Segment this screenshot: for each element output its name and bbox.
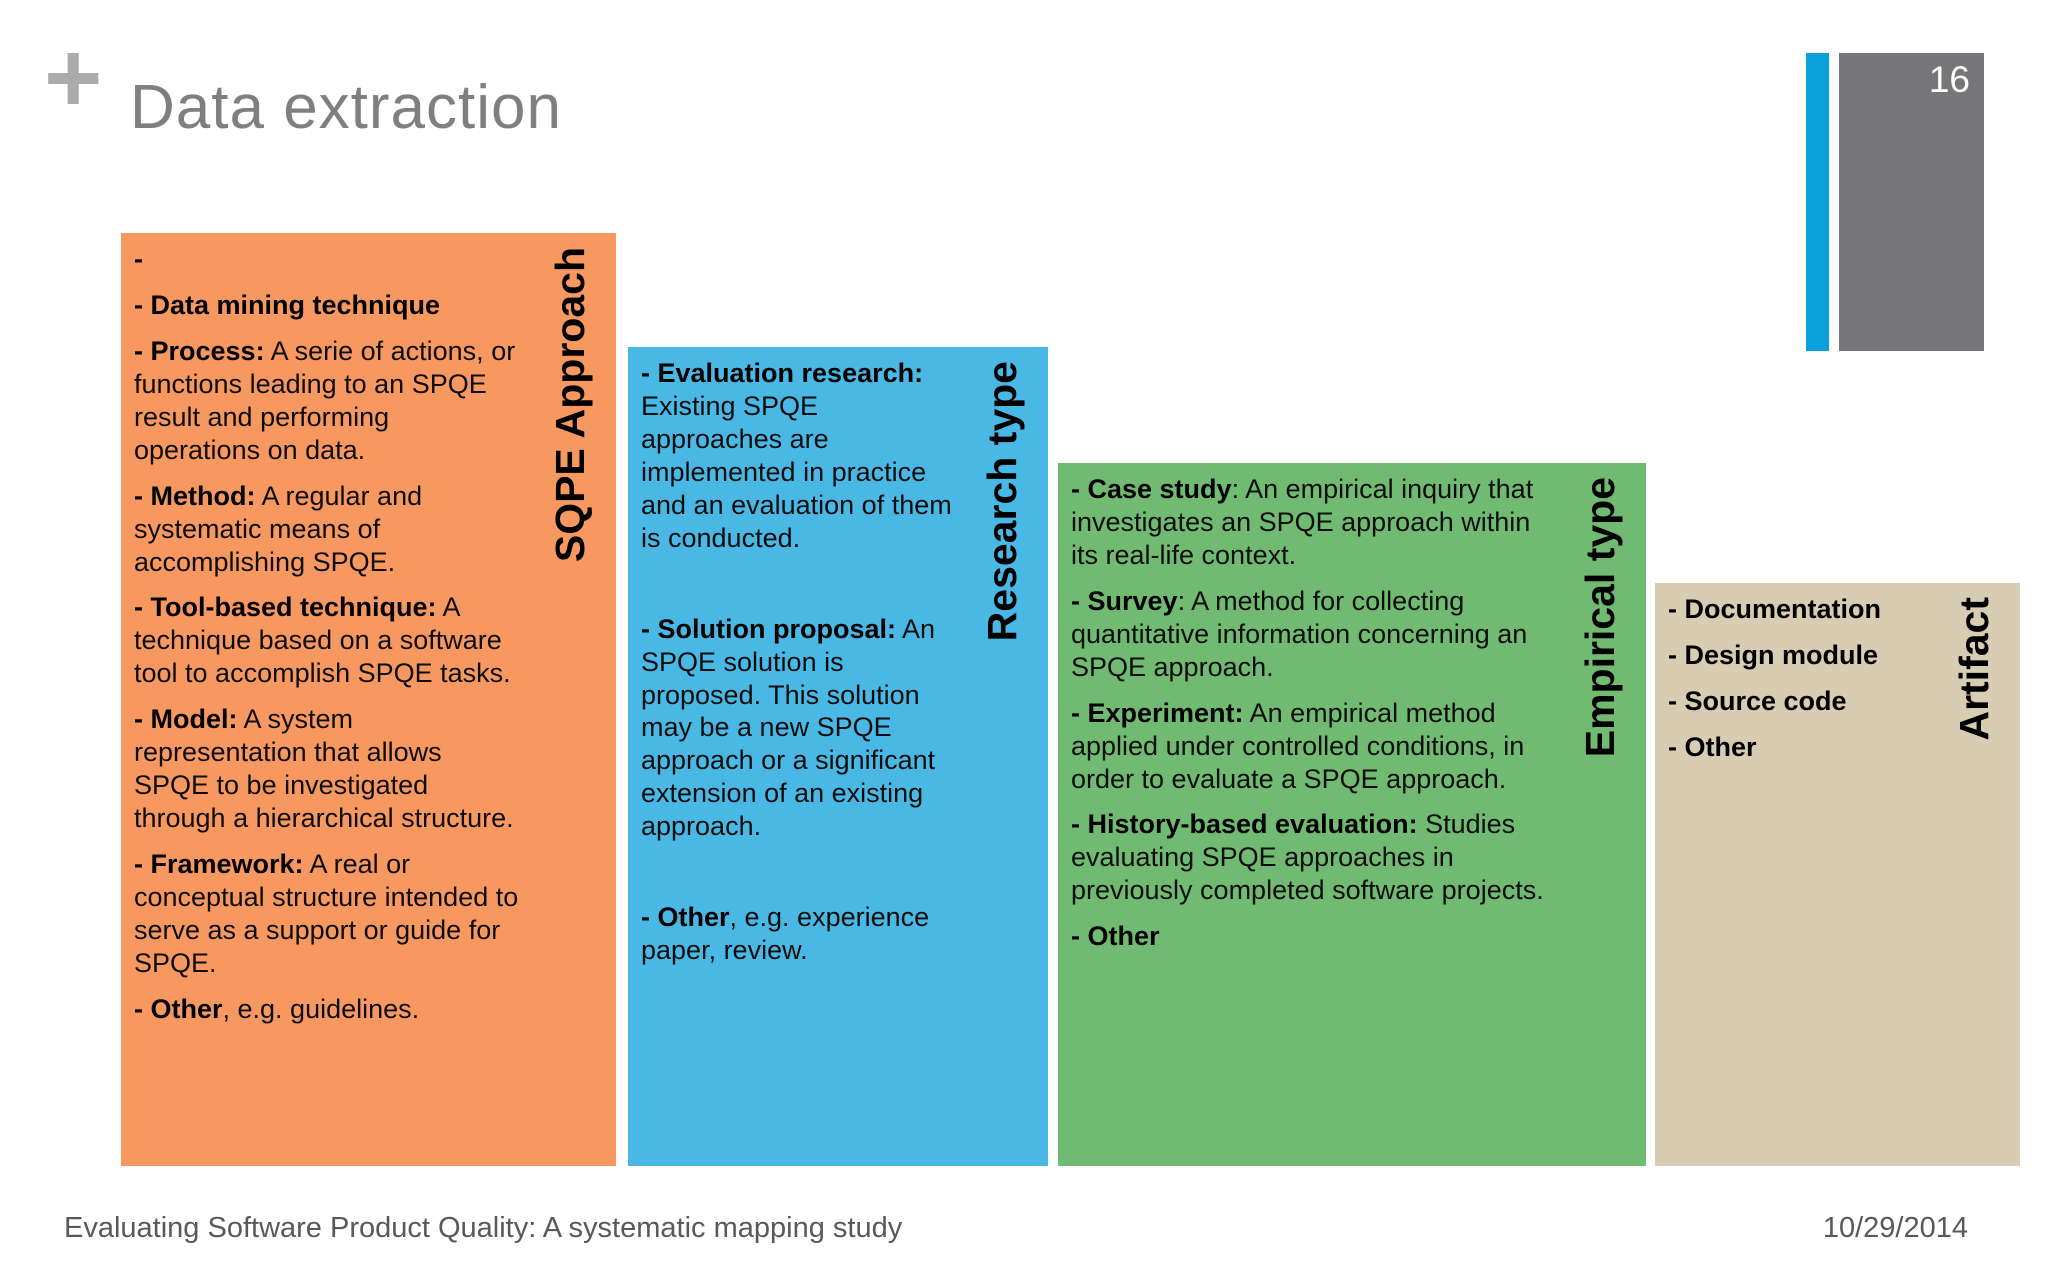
box-label-artifact: Artifact [1950,597,1997,741]
box-item: - Experiment: An empirical method applie… [1071,697,1525,794]
box-item: - Framework: A real or conceptual struct… [134,849,519,978]
box-label-sqpe-approach: SQPE Approach [546,247,593,563]
footer-date: 10/29/2014 [1822,1212,1968,1244]
box-label-column: Research type [956,347,1048,1166]
category-box-artifact: - Documentation - Design module - Source c… [1655,583,2020,1166]
footer-title: Evaluating Software Product Quality: A s… [64,1212,903,1244]
box-item: - Case study: An empirical inquiry that … [1071,474,1534,570]
box-item: - [134,244,143,274]
box-item: - Design module [1668,639,1879,670]
category-box-research-type: - Evaluation research: Existing SPQE app… [628,347,1048,1166]
box-label-empirical-type: Empirical type [1576,477,1623,758]
box-item: - Other, e.g. experience paper, review. [641,902,930,966]
box-item: - Model: A system representation that al… [134,704,514,834]
box-label-column: Artifact [1928,583,2020,1166]
box-item: - Other [1071,921,1160,952]
accent-bar [1806,53,1829,351]
box-items-empirical-type: - Case study: An empirical inquiry that … [1058,463,1554,1166]
box-item: - Tool-based technique: A technique base… [134,592,511,689]
box-label-column: SQPE Approach [524,233,616,1166]
box-item: - Survey: A method for collecting quanti… [1071,585,1528,682]
box-item: - Evaluation research: Existing SPQE app… [641,358,952,553]
box-item: - Documentation [1668,594,1881,624]
box-item: - Data mining technique [134,289,441,320]
box-items-sqpe-approach: - - Data mining technique - Process: A ser… [121,233,524,1166]
box-item: - Source code [1668,685,1847,716]
box-items-artifact: - Documentation - Design module - Source c… [1655,583,1928,1166]
box-item: - Other [1668,731,1757,762]
box-label-column: Empirical type [1554,463,1646,1166]
box-item: - Process: A serie of actions, or functi… [134,335,516,465]
box-item: - Method: A regular and systematic means… [134,480,423,577]
page-number: 16 [1928,59,1970,100]
category-box-empirical-type: - Case study: An empirical inquiry that … [1058,463,1646,1166]
category-box-sqpe-approach: - - Data mining technique - Process: A ser… [121,233,616,1166]
box-items-research-type: - Evaluation research: Existing SPQE app… [628,347,956,1166]
box-item: - Other, e.g. guidelines. [134,993,420,1024]
box-item: - Solution proposal: An SPQE solution is… [641,613,936,842]
box-label-research-type: Research type [978,361,1025,642]
box-item: - History-based evaluation: Studies eval… [1071,809,1544,906]
page-title: Data extraction [130,73,562,142]
plus-decoration-icon: + [44,22,103,134]
page-number-box: 16 [1839,53,1984,351]
